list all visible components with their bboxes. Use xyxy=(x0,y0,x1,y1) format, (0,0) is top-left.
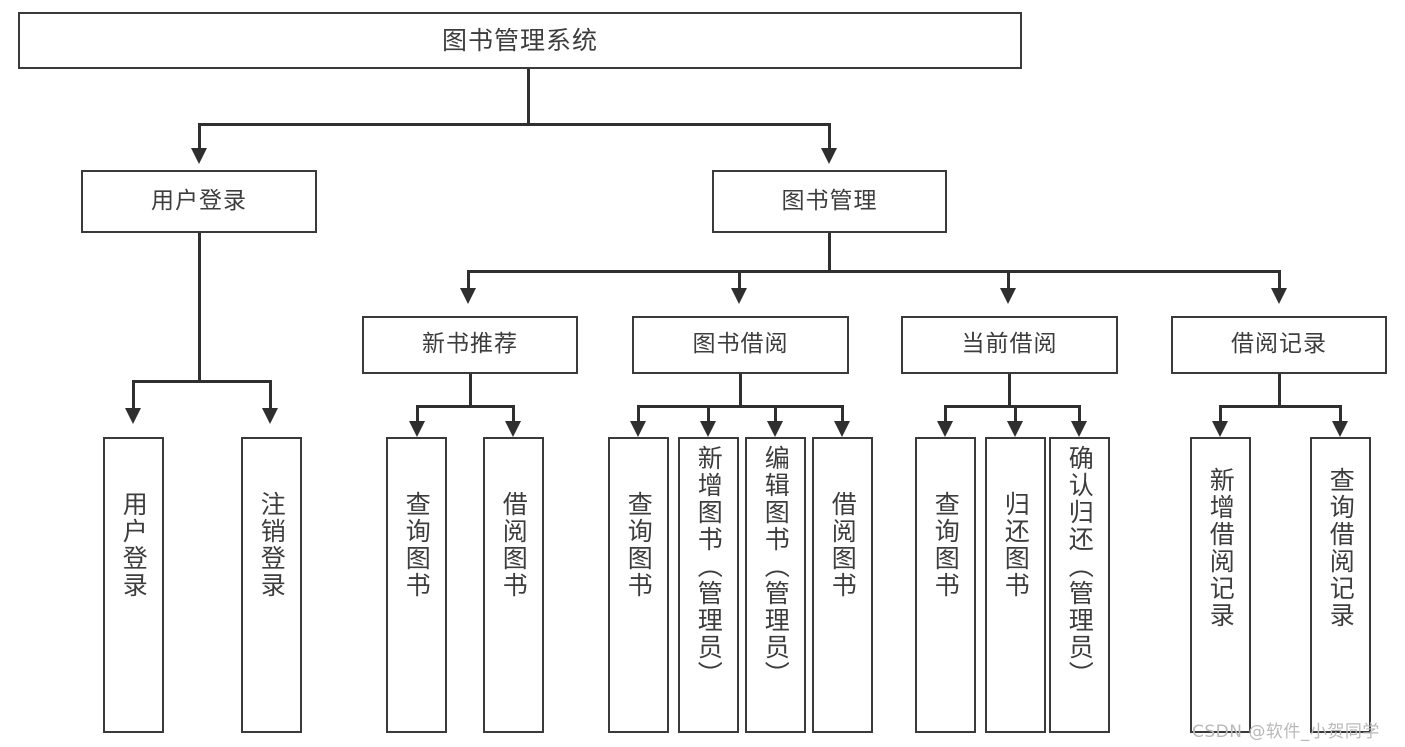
connector-cb-leaf2 xyxy=(1014,405,1017,421)
connector-bb-leaf2 xyxy=(707,405,710,421)
connector-to-new-book-recommend xyxy=(467,270,470,288)
connector-nbr-leaf1 xyxy=(416,405,419,421)
arrowhead-leaf-add-book xyxy=(700,421,716,437)
arrowhead-leaf-edit-book xyxy=(767,421,783,437)
node-label: 用户登录 xyxy=(151,187,247,214)
node-leaf-query-book-1[interactable]: 查询图书 xyxy=(386,437,447,733)
arrowhead-book-borrow xyxy=(731,288,747,304)
connector-cb-leaf1 xyxy=(944,405,947,421)
connector-bb-leaf1 xyxy=(637,405,640,421)
node-label: 用户登录 xyxy=(119,491,149,599)
arrowhead-leaf-add-record xyxy=(1212,421,1228,437)
node-leaf-add-record[interactable]: 新增借阅记录 xyxy=(1190,437,1251,733)
node-book-manage[interactable]: 图书管理 xyxy=(712,170,947,233)
connector-user-login-leaf1 xyxy=(132,380,135,408)
connector-bb-leaf4 xyxy=(841,405,844,421)
connector-user-login-leaf2 xyxy=(269,380,272,408)
node-label: 确认归还（管理员） xyxy=(1065,445,1095,688)
connector-book-borrow-bus xyxy=(637,405,842,408)
arrowhead-book-manage xyxy=(821,148,837,164)
node-leaf-user-login[interactable]: 用户登录 xyxy=(103,437,164,733)
connector-to-borrow-record xyxy=(1278,270,1281,288)
connector-new-book-recommend-bus xyxy=(416,405,514,408)
node-label: 图书管理 xyxy=(781,187,878,214)
arrowhead-leaf-borrow-book-1 xyxy=(505,421,521,437)
node-label: 借阅记录 xyxy=(1231,331,1327,358)
node-leaf-return-book[interactable]: 归还图书 xyxy=(985,437,1046,733)
arrowhead-leaf-query-book-1 xyxy=(409,421,425,437)
connector-book-borrow-stem xyxy=(739,374,742,405)
connector-to-current-borrow xyxy=(1007,270,1010,288)
node-leaf-query-book-2[interactable]: 查询图书 xyxy=(608,437,669,733)
connector-cb-leaf3 xyxy=(1078,405,1081,421)
node-label: 图书借阅 xyxy=(692,331,789,358)
arrowhead-leaf-confirm-return xyxy=(1071,421,1087,437)
node-root-system[interactable]: 图书管理系统 xyxy=(18,12,1022,69)
node-user-login[interactable]: 用户登录 xyxy=(81,170,317,233)
node-label: 查询图书 xyxy=(931,491,961,599)
node-label: 查询图书 xyxy=(624,491,654,599)
arrowhead-leaf-query-book-2 xyxy=(630,421,646,437)
connector-root-bus xyxy=(198,123,830,126)
connector-nbr-leaf2 xyxy=(512,405,515,421)
connector-borrow-record-stem xyxy=(1278,374,1281,405)
arrowhead-leaf-query-record xyxy=(1332,421,1348,437)
connector-to-book-borrow xyxy=(738,270,741,288)
csdn-watermark: CSDN @软件_小贺同学 xyxy=(1192,722,1380,742)
connector-br-leaf1 xyxy=(1219,405,1222,421)
node-label: 归还图书 xyxy=(1001,491,1031,599)
node-label: 新增图书（管理员） xyxy=(694,445,724,688)
node-label: 借阅图书 xyxy=(499,491,529,599)
arrowhead-new-book-recommend xyxy=(460,288,476,304)
node-label: 图书管理系统 xyxy=(441,25,598,55)
connector-level3-bus xyxy=(467,270,1278,273)
connector-new-book-recommend-stem xyxy=(469,374,472,405)
node-leaf-borrow-book-2[interactable]: 借阅图书 xyxy=(812,437,873,733)
connector-root-stem xyxy=(527,69,530,123)
node-leaf-confirm-return[interactable]: 确认归还（管理员） xyxy=(1049,437,1110,733)
node-label: 查询借阅记录 xyxy=(1326,467,1356,629)
node-current-borrow[interactable]: 当前借阅 xyxy=(901,316,1118,374)
node-leaf-query-book-3[interactable]: 查询图书 xyxy=(915,437,976,733)
arrowhead-user-login xyxy=(191,148,207,164)
connector-current-borrow-stem xyxy=(1008,374,1011,405)
node-leaf-logout-login[interactable]: 注销登录 xyxy=(241,437,302,733)
node-leaf-borrow-book-1[interactable]: 借阅图书 xyxy=(483,437,544,733)
connector-user-login-stem xyxy=(198,233,201,380)
node-label: 注销登录 xyxy=(257,491,287,599)
connector-user-login-bus xyxy=(132,380,271,383)
node-leaf-edit-book[interactable]: 编辑图书（管理员） xyxy=(745,437,806,733)
node-label: 当前借阅 xyxy=(961,331,1058,358)
arrowhead-current-borrow xyxy=(1000,288,1016,304)
connector-to-book-manage xyxy=(828,123,831,148)
arrowhead-leaf-query-book-3 xyxy=(937,421,953,437)
node-label: 查询图书 xyxy=(402,491,432,599)
connector-bb-leaf3 xyxy=(774,405,777,421)
connector-current-borrow-bus xyxy=(944,405,1079,408)
node-label: 新书推荐 xyxy=(422,331,518,358)
node-borrow-record[interactable]: 借阅记录 xyxy=(1171,316,1387,374)
arrowhead-borrow-record xyxy=(1271,288,1287,304)
node-label: 新增借阅记录 xyxy=(1206,467,1236,629)
arrowhead-leaf-borrow-book-2 xyxy=(834,421,850,437)
connector-borrow-record-bus xyxy=(1219,405,1341,408)
connector-br-leaf2 xyxy=(1339,405,1342,421)
node-label: 编辑图书（管理员） xyxy=(761,445,791,688)
node-leaf-add-book[interactable]: 新增图书（管理员） xyxy=(678,437,739,733)
arrowhead-leaf-return-book xyxy=(1007,421,1023,437)
node-label: 借阅图书 xyxy=(828,491,858,599)
connector-to-user-login xyxy=(198,123,201,148)
arrowhead-leaf-logout-login xyxy=(262,408,278,424)
connector-book-manage-stem xyxy=(828,233,831,270)
arrowhead-leaf-user-login xyxy=(125,408,141,424)
node-leaf-query-record[interactable]: 查询借阅记录 xyxy=(1310,437,1371,733)
node-new-book-recommend[interactable]: 新书推荐 xyxy=(362,316,578,374)
node-book-borrow[interactable]: 图书借阅 xyxy=(632,316,849,374)
